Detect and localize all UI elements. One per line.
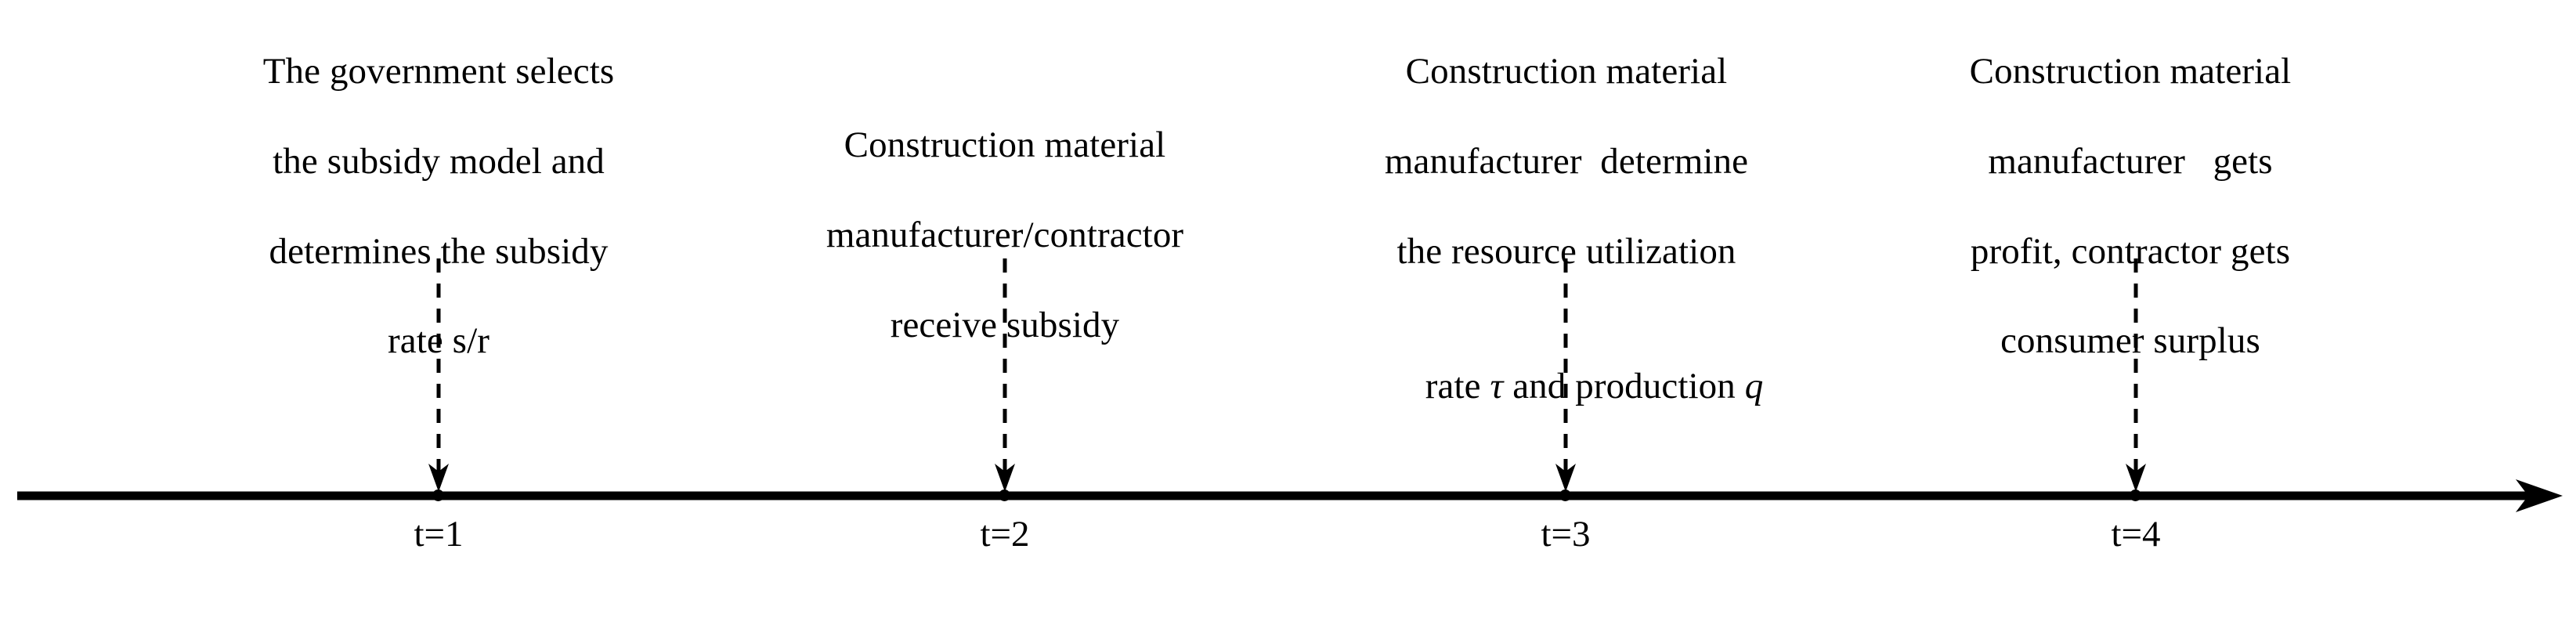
event-t4-line-4: consumer surplus — [2000, 320, 2260, 362]
event-t2-line-2: manufacturer/contractor — [826, 214, 1184, 255]
event-text-t3: Construction material manufacturer deter… — [1316, 5, 1817, 499]
event-t3-line-3: the resource utilization — [1396, 230, 1736, 272]
event-t2-line-1: Construction material — [844, 125, 1166, 166]
event-t4-line-1: Construction material — [1969, 51, 2292, 92]
math-symbol: q — [1744, 365, 1764, 406]
event-text-t1: The government selects the subsidy model… — [141, 5, 736, 409]
tick-label-t2: t=2 — [980, 514, 1030, 555]
event-t4-line-3: profit, contractor gets — [1970, 230, 2291, 272]
event-t3-line-1: Construction material — [1405, 51, 1728, 92]
connector-arrow-t1 — [428, 258, 449, 492]
event-t1-line-4: rate s/r — [388, 320, 490, 362]
time-axis-arrowhead-icon — [2516, 479, 2563, 512]
event-t3-line-4: rate τ and production q — [1316, 319, 1817, 453]
connector-arrow-t4 — [2126, 258, 2146, 492]
tick-label-t4: t=4 — [2111, 514, 2161, 555]
connector-arrow-t3 — [1555, 258, 1576, 492]
event-t1-line-3: determines the subsidy — [269, 230, 609, 272]
tick-label-t1: t=1 — [414, 514, 464, 555]
math-symbol: τ — [1490, 365, 1504, 406]
event-t2-line-3: receive subsidy — [890, 304, 1120, 345]
event-t3-line-4-text: rate τ and production q — [1425, 365, 1764, 406]
connector-arrowhead-t2 — [995, 464, 1015, 492]
connector-arrow-t2 — [995, 258, 1015, 492]
event-t3-line-2: manufacturer determine — [1384, 140, 1749, 182]
event-t1-line-2: the subsidy model and — [273, 140, 605, 182]
event-text-t2: Construction material manufacturer/contr… — [701, 78, 1309, 392]
event-t1-line-1: The government selects — [262, 51, 615, 92]
connector-arrowhead-t4 — [2126, 464, 2146, 492]
connector-arrowhead-t3 — [1555, 464, 1576, 492]
connector-arrowhead-t1 — [428, 464, 449, 492]
event-t4-line-2: manufacturer gets — [1988, 140, 2273, 182]
tick-label-t3: t=3 — [1541, 514, 1591, 555]
time-axis — [17, 479, 2563, 512]
event-text-t4: Construction material manufacturer gets … — [1880, 5, 2381, 409]
